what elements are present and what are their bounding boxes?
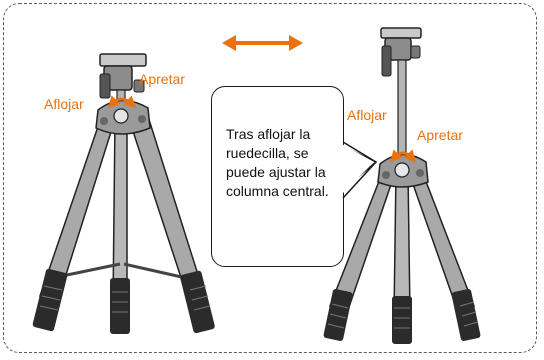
label-loosen-left: Aflojar — [44, 96, 84, 112]
label-tighten-right: Apretar — [417, 127, 463, 143]
double-arrow-icon — [222, 35, 303, 51]
tripod-left-illustration — [32, 53, 215, 334]
dashed-frame — [3, 3, 537, 353]
tripod-right-illustration — [323, 27, 481, 344]
label-loosen-right: Aflojar — [347, 107, 387, 123]
callout-text: Tras aflojar la ruedecilla, se puede aju… — [226, 126, 329, 199]
callout-box: Tras aflojar la ruedecilla, se puede aju… — [211, 86, 344, 267]
label-tighten-left: Apretar — [139, 71, 185, 87]
